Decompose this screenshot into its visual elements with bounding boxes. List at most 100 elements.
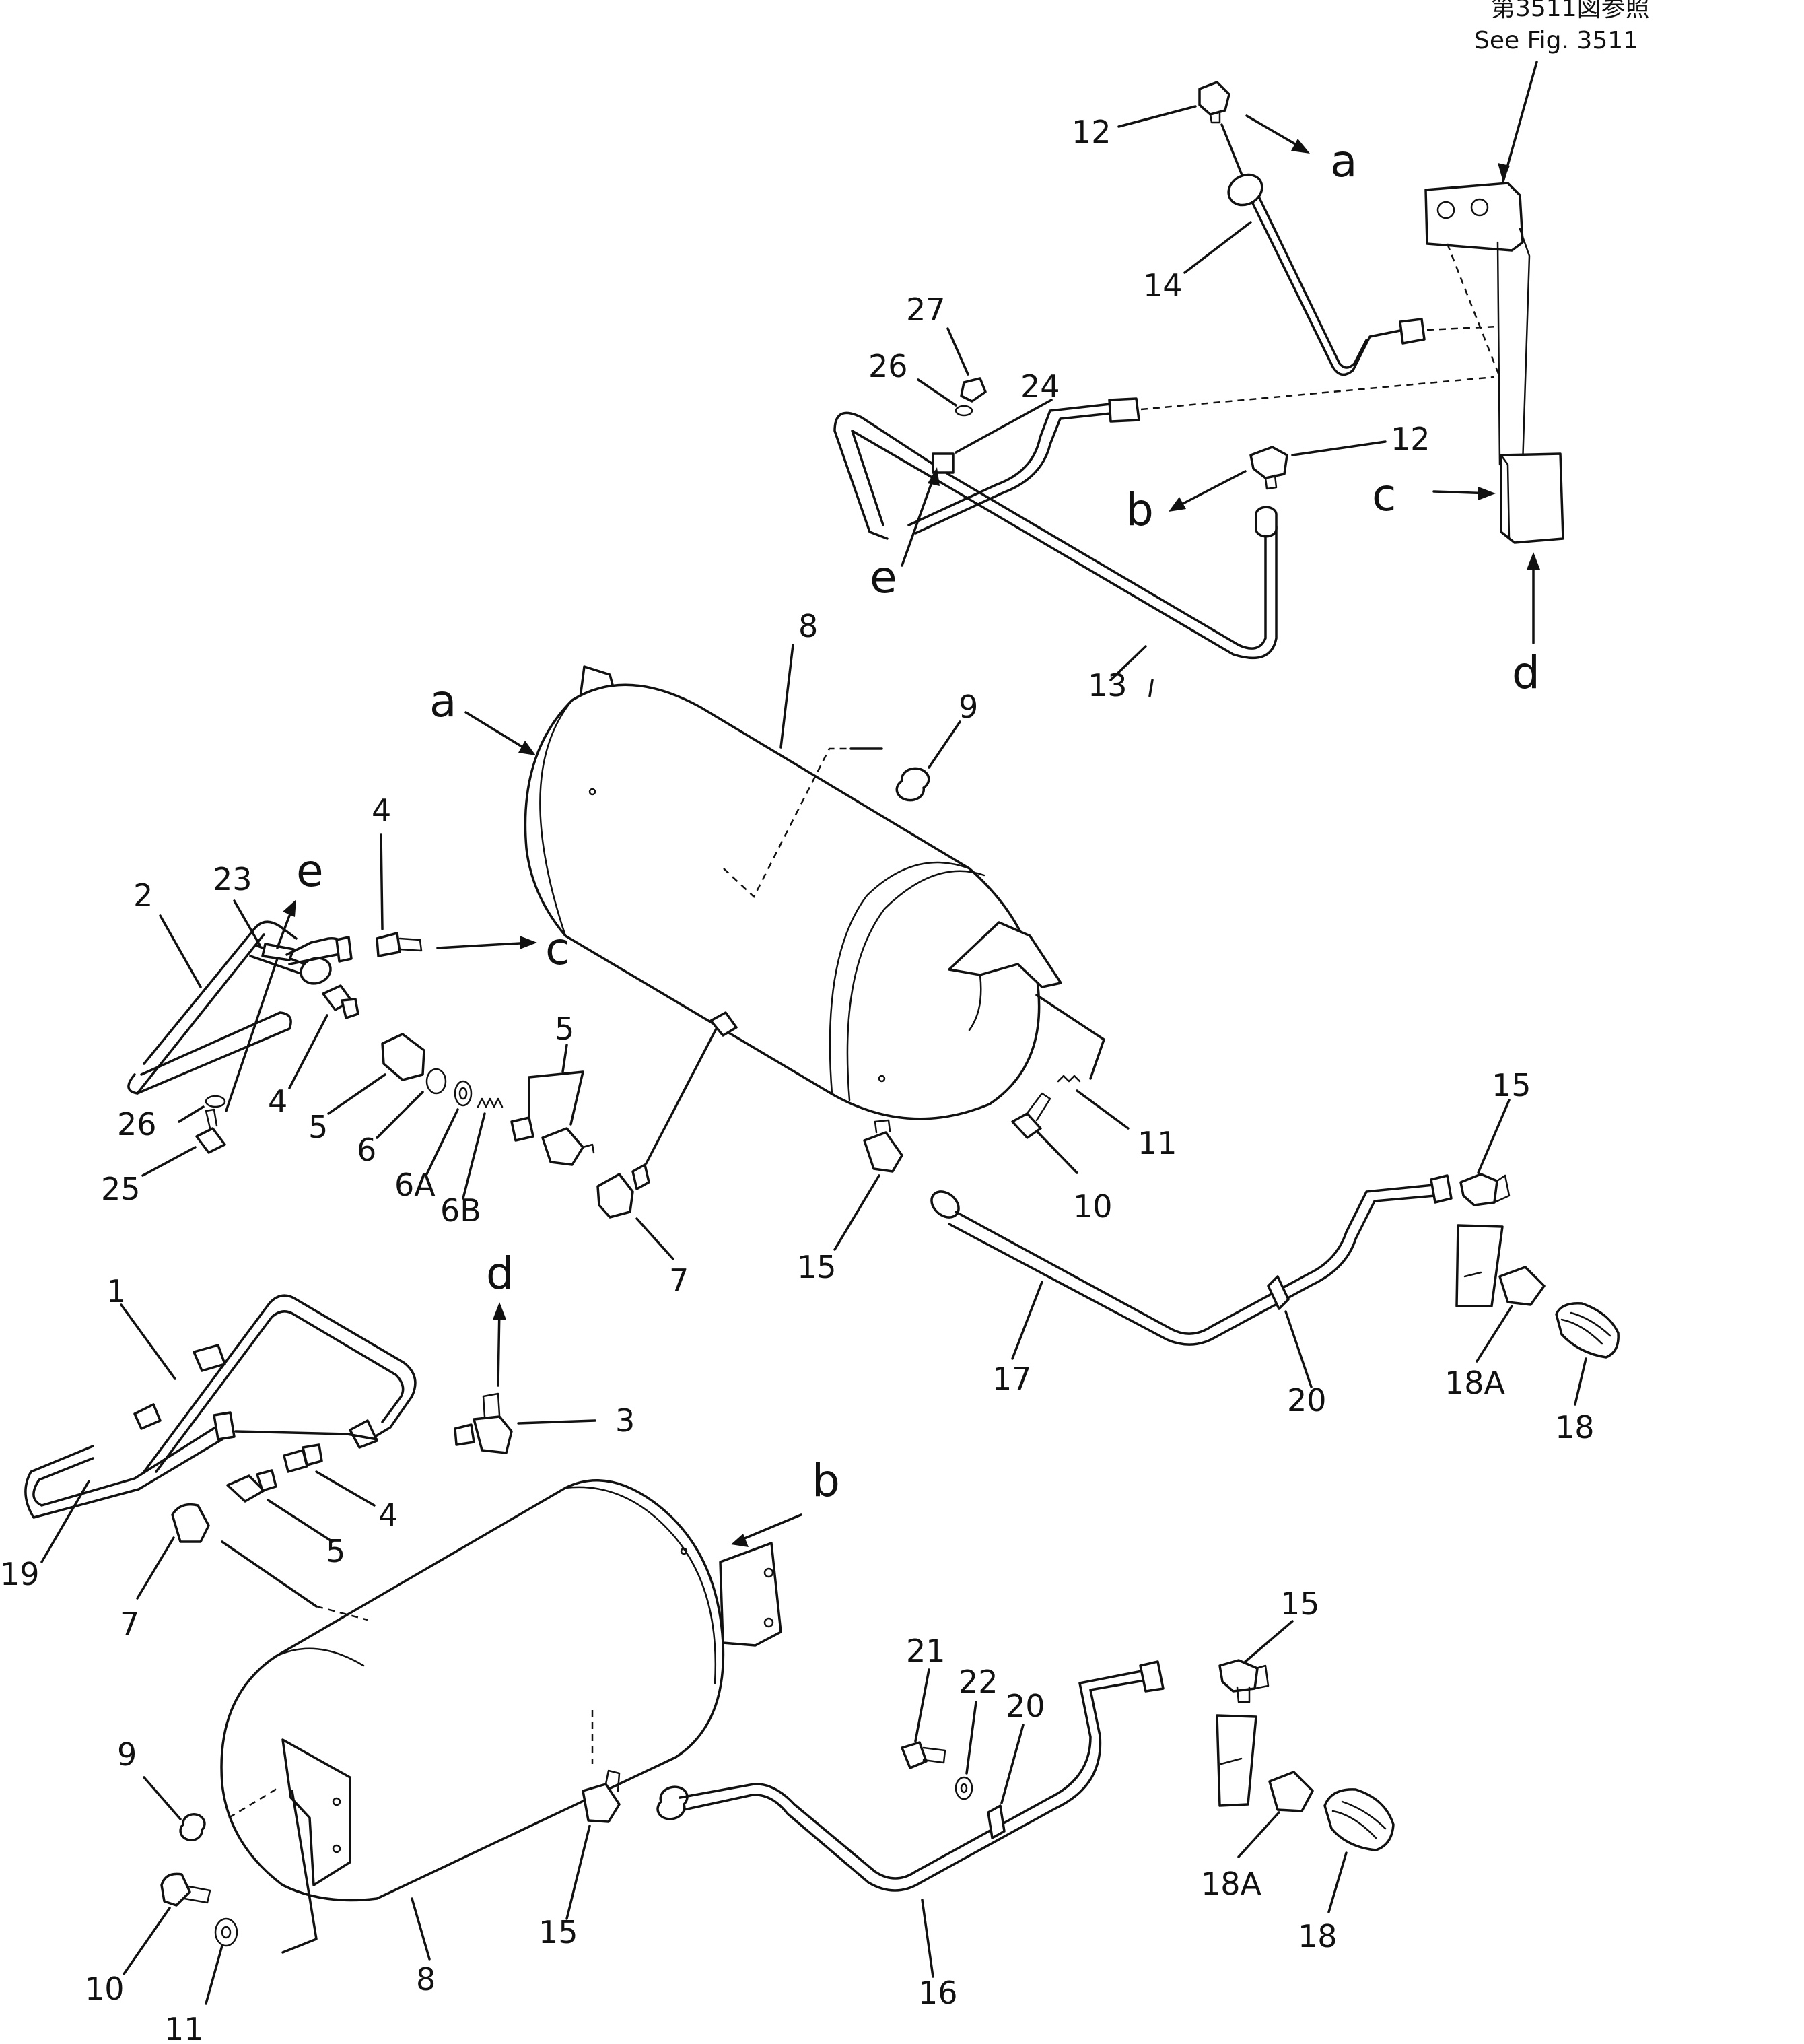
leader-26-left [178,1105,205,1123]
washer-6 [425,1068,447,1095]
leader-13 [1109,645,1154,697]
callout-19: 19 [0,1556,40,1592]
callout-26-left: 26 [117,1106,157,1143]
nut-27 [960,377,987,403]
fitting-4-lower [283,1443,323,1473]
leader-5-lower [267,1499,334,1543]
bracket-5-group [528,1070,584,1126]
tube-19 [24,1411,236,1519]
callout-22: 22 [959,1664,998,1700]
callout-11-lower: 11 [164,2011,204,2044]
elbow-fitting-12-top [1198,81,1230,124]
callout-4-top: 4 [372,792,391,829]
leader-17 [1011,1281,1043,1360]
arrow-d-lower [497,1306,501,1387]
callout-13: 13 [1088,667,1128,704]
arrow-b-upper [1171,470,1247,510]
elbow-7-lower [171,1503,210,1543]
callout-9-upper: 9 [959,689,978,725]
leader-9-upper [928,720,961,769]
callout-c-left: c [545,923,569,975]
reference-leader [1502,61,1538,183]
valve-5-assembly [510,1116,595,1166]
fitting-4-top [376,932,423,957]
leader-6B [462,1112,486,1200]
callout-9-lower: 9 [117,1736,137,1773]
callout-23: 23 [213,861,252,897]
callout-3: 3 [615,1402,635,1439]
leader-9-lower [143,1776,182,1820]
elbow-7-upper [596,1163,650,1219]
leader-15-upper-left [833,1174,880,1251]
leader-6 [376,1091,424,1139]
nut-5 [381,1033,425,1081]
leader-8-upper [779,644,794,749]
leader-7-to-tank-lower [221,1540,318,1608]
reference-japanese: 第3511図参照 [1491,0,1650,22]
leader-1-to-3 [234,1430,378,1441]
callout-8-upper: 8 [798,608,818,644]
callout-6: 6 [357,1132,376,1168]
arrowhead [1527,552,1540,570]
callout-4-lower: 4 [378,1497,398,1533]
leader-10-lower [123,1907,171,1975]
leader-5-nut [327,1073,386,1115]
leader-2 [159,914,202,988]
plug-9-lower [179,1813,206,1841]
dashed-9-port [723,747,851,899]
dashed-14-bracket [1426,325,1498,331]
callout-18A-lower: 18A [1201,1866,1262,1902]
leader-15-lower-left [565,1825,591,1920]
bolt-10-lower [160,1872,211,1907]
arrowhead [518,741,536,755]
reference-arrowhead [1498,163,1510,182]
leader-5-group [561,1044,568,1073]
leader-18-upper [1574,1357,1587,1406]
tube-17 [930,1174,1453,1346]
callout-a-top: a [1330,135,1357,187]
leader-15-upper-right [1477,1099,1511,1174]
fitting-5-lower [226,1469,277,1503]
callout-17: 17 [992,1361,1032,1397]
callout-16: 16 [918,1975,958,2011]
coupler-18-lower [1323,1788,1395,1851]
callout-c-upper: c [1372,469,1396,521]
leader-26-upper [917,378,957,407]
tube-13 [833,397,1278,660]
callout-11-upper: 11 [1138,1125,1177,1161]
leader-20-upper [1284,1310,1313,1388]
arrowhead [283,899,296,917]
leader-19 [40,1480,90,1563]
callout-26-upper: 26 [868,348,908,384]
callout-e-left: e [296,845,324,897]
line-2 [127,920,353,1112]
callout-b-lower: b [812,1455,840,1507]
elbow-15-upper-right [1459,1173,1511,1206]
leader-27 [946,327,969,376]
callout-d-lower: d [486,1248,514,1299]
callout-25: 25 [101,1171,141,1207]
arrowhead [520,936,537,949]
tube-16 [656,1660,1165,1892]
callout-7-upper: 7 [669,1262,689,1299]
callout-12-top: 12 [1072,114,1111,150]
callout-2: 2 [133,877,153,914]
leader-6A [425,1108,459,1176]
leader-12-to-14 [1220,123,1243,176]
leader-23 [233,899,261,947]
bolt-21 [901,1741,946,1769]
leader-4-top [380,833,384,930]
spring-6B [477,1097,504,1108]
leader-10-upper [1035,1130,1078,1174]
leader-e-upper [901,470,937,567]
tube-14 [1227,173,1426,376]
leader-11-tank [281,1790,318,1954]
callout-e-upper: e [870,551,897,603]
leader-18-lower [1327,1851,1348,1913]
air-tank-8-lower [220,1479,782,1902]
leader-7-lower [136,1536,175,1600]
callout-12-right: 12 [1391,421,1430,457]
leader-4-lower [315,1470,376,1507]
leader-7-to-tank [645,1027,718,1165]
callout-27: 27 [906,292,946,328]
